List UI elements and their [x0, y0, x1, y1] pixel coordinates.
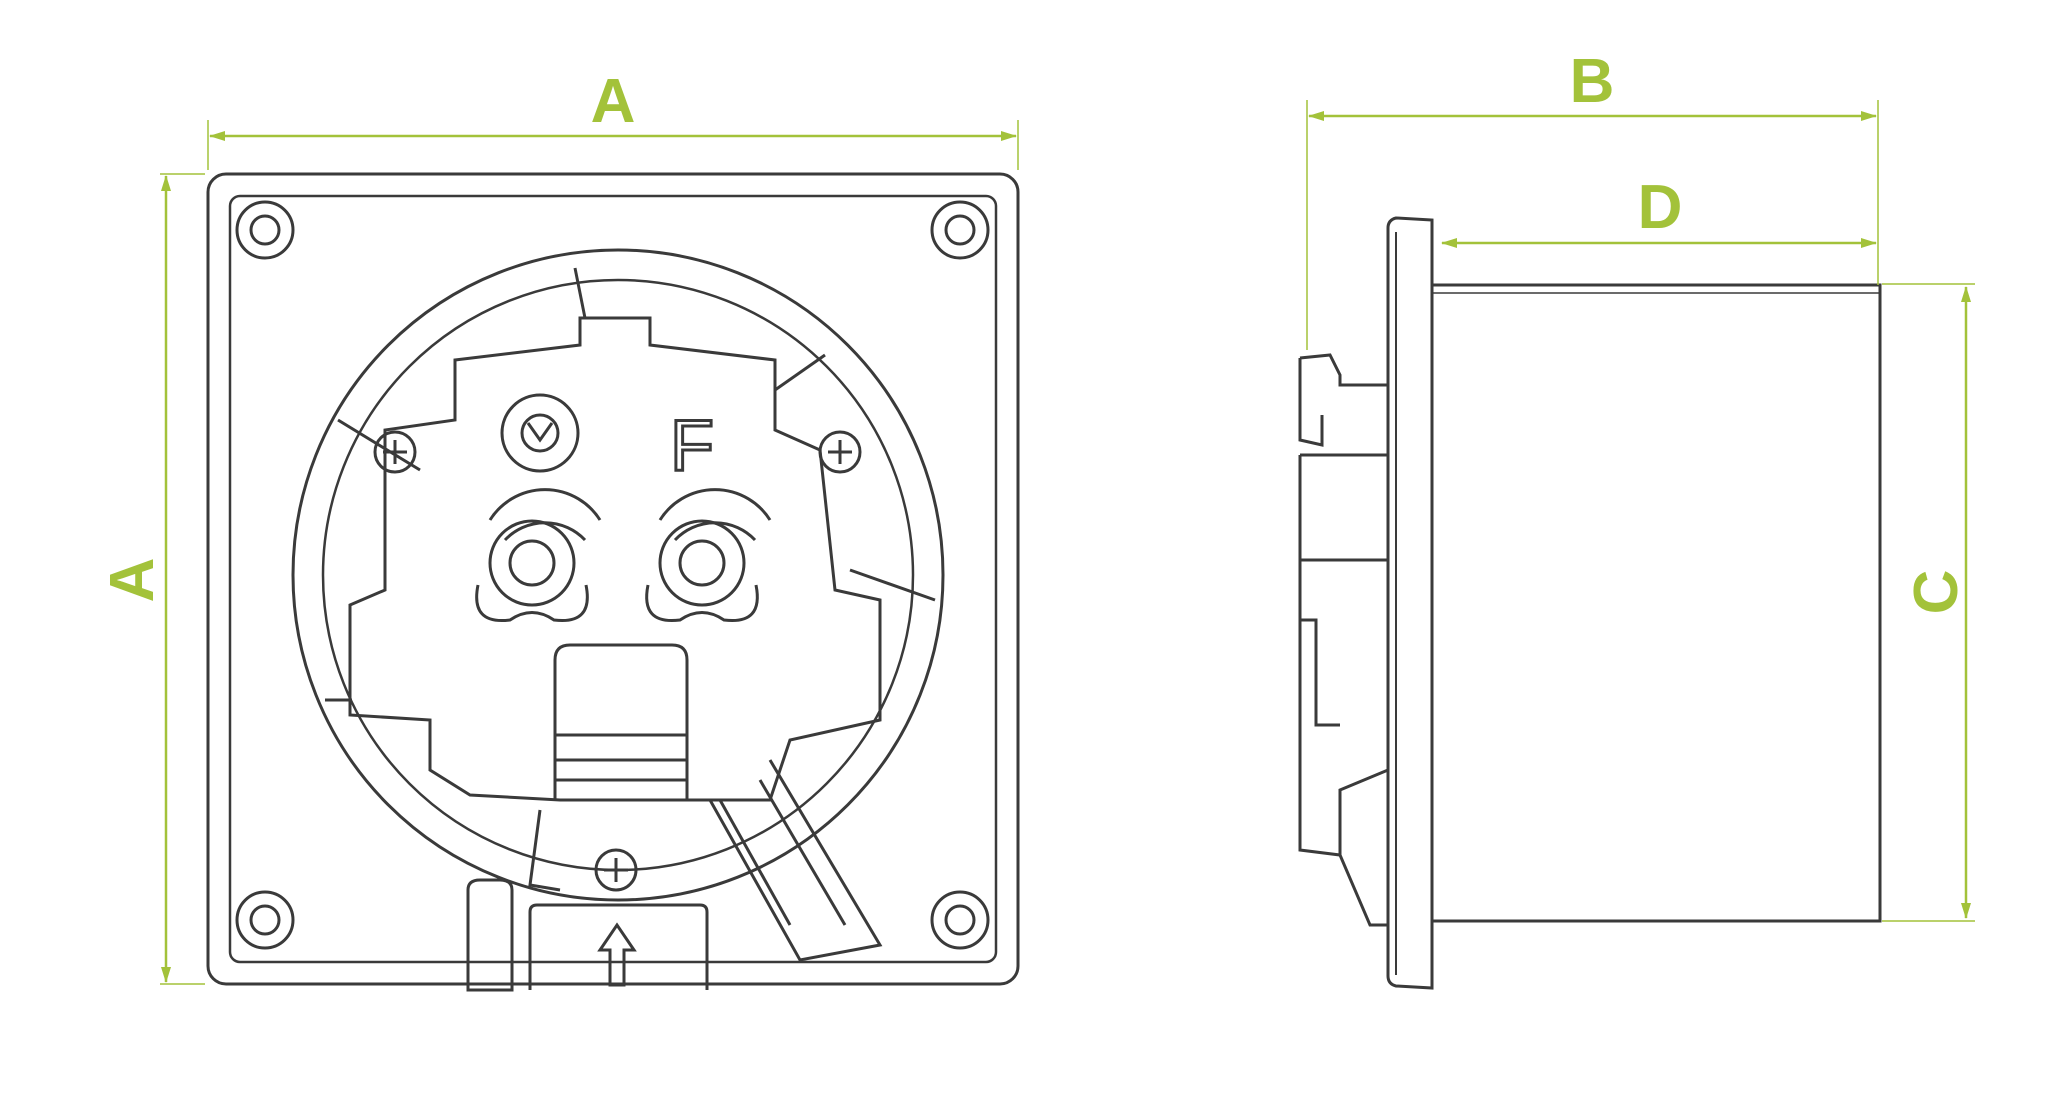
dim-label-a-horizontal: A [591, 67, 636, 136]
center-slot [553, 643, 689, 800]
right-knob [645, 488, 772, 623]
motor-plate [348, 316, 882, 802]
divider-left [337, 418, 421, 472]
dimensions [160, 100, 1975, 985]
corner-hole-top-left [235, 200, 295, 260]
panel-marking: F [670, 406, 714, 486]
angled-bars [528, 759, 883, 962]
screw-icon [594, 848, 638, 892]
screw-icon [818, 430, 862, 474]
front-plate-inner [228, 194, 998, 964]
side-view [1298, 216, 1882, 990]
corner-hole-top-right [930, 200, 990, 260]
bottom-tab [466, 878, 709, 992]
back-mechanism [1298, 353, 1389, 927]
front-view: F [206, 172, 1020, 992]
screw-icon [373, 430, 417, 474]
clock-icon [500, 393, 580, 473]
left-knob [475, 488, 602, 623]
divider-top-right [774, 353, 826, 392]
side-plate [1386, 216, 1434, 990]
front-plate-outer [206, 172, 1020, 986]
divider-top-left [573, 267, 587, 319]
dim-label-a-vertical: A [98, 558, 167, 603]
corner-hole-bottom-right [930, 890, 990, 950]
up-arrow-icon [597, 922, 637, 987]
dim-label-c: C [1902, 570, 1971, 615]
divider-right [849, 568, 936, 602]
dim-label-b: B [1570, 47, 1615, 116]
duct-body [1430, 283, 1882, 923]
housing-outer-ring [291, 248, 945, 902]
corner-hole-bottom-left [235, 890, 295, 950]
dim-label-d: D [1638, 173, 1683, 242]
